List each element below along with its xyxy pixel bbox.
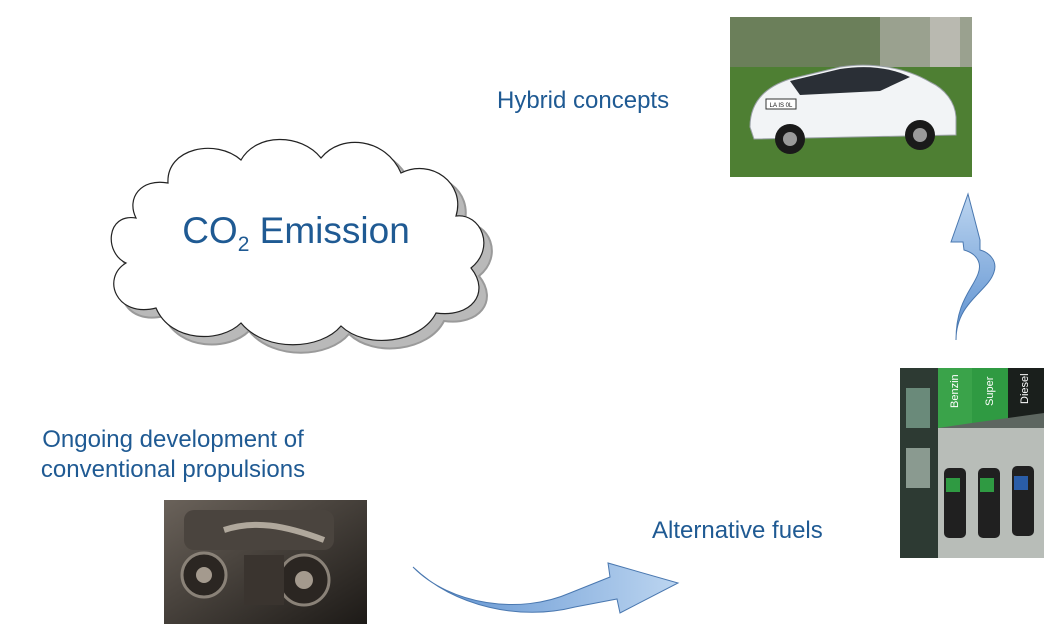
hybrid-car-photo: LA IS 0L xyxy=(730,17,972,177)
curved-arrow-to-alternative-fuels xyxy=(412,562,680,614)
engine-photo xyxy=(164,500,367,624)
hybrid-concepts-label: Hybrid concepts xyxy=(497,87,670,114)
curved-arrow-to-hybrid-concepts xyxy=(950,192,996,341)
co2-subscript: 2 xyxy=(237,233,250,256)
emission-text: Emission xyxy=(259,210,410,251)
co2-text: CO xyxy=(182,210,238,251)
pump-label-benzin: Benzin xyxy=(949,374,961,408)
fuel-pump-photo: Benzin Super Diesel xyxy=(900,368,1044,558)
co2-emission-cloud: CO2 Emission xyxy=(96,128,496,358)
conventional-label-line2: conventional propulsions xyxy=(40,456,306,483)
alternative-fuels-label: Alternative fuels xyxy=(652,517,823,544)
cloud-title: CO2 Emission xyxy=(96,210,496,257)
pump-label-diesel: Diesel xyxy=(1019,373,1031,404)
pump-label-super: Super xyxy=(984,376,996,406)
conventional-propulsion-label: Ongoing development of conventional prop… xyxy=(0,425,346,485)
conventional-label-line1: Ongoing development of xyxy=(42,426,304,453)
car-plate-text: LA IS 0L xyxy=(770,103,793,109)
